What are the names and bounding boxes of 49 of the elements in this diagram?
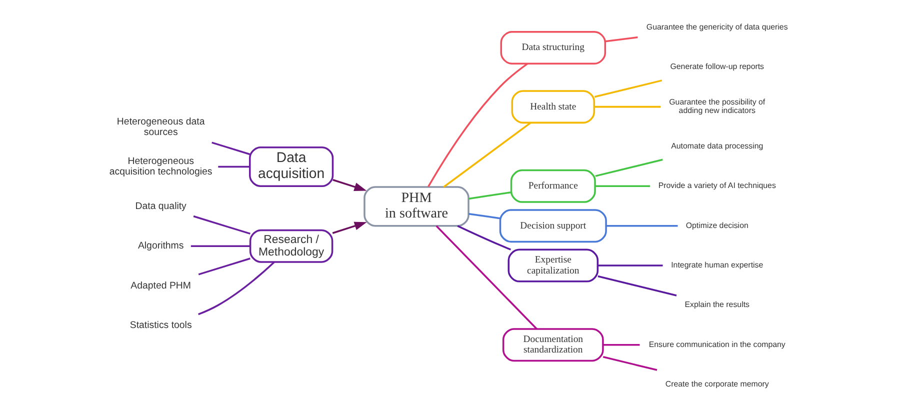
node-text: Heterogeneous acquisition technologies xyxy=(108,156,212,178)
connector xyxy=(190,245,250,247)
node-box: Data structuring xyxy=(500,31,606,64)
node-text: Optimize decision xyxy=(685,220,748,230)
node-box: Data acquisition xyxy=(248,146,334,188)
node-text: Provide a variety of AI techniques xyxy=(658,181,776,190)
connector xyxy=(211,142,250,156)
node-text: Guarantee the genericity of data queries xyxy=(646,22,788,32)
connector xyxy=(606,224,678,227)
node-text: Ensure communication in the company xyxy=(648,340,785,349)
node-text: Explain the results xyxy=(684,300,749,310)
arrow xyxy=(332,222,366,234)
connector xyxy=(442,122,530,188)
connector xyxy=(597,275,676,296)
connector xyxy=(604,36,638,42)
connector xyxy=(594,80,662,98)
node-text: Generate follow-up reports xyxy=(670,62,764,72)
node-box: Research / Methodology xyxy=(248,229,333,263)
node-text: Data quality xyxy=(134,200,186,212)
connector xyxy=(602,356,657,371)
connector xyxy=(427,63,528,188)
node-text: Integrate human expertise xyxy=(670,260,763,270)
node-text: Guarantee the possibility of adding new indicators xyxy=(668,97,765,116)
connector xyxy=(468,191,511,200)
connector xyxy=(594,158,662,177)
connector xyxy=(468,212,500,220)
node-text: Automate data processing xyxy=(670,141,763,150)
connector xyxy=(456,225,511,250)
node-text: Heterogeneous data sources xyxy=(116,116,204,138)
node-text: Adapted PHM xyxy=(130,280,190,292)
connector xyxy=(192,215,250,235)
node-text: Algorithms xyxy=(137,240,184,252)
connector xyxy=(198,258,250,276)
connector xyxy=(594,185,650,188)
connector xyxy=(435,225,537,330)
node-box: Performance xyxy=(510,169,596,203)
node-box: Expertise capitalization xyxy=(507,248,598,282)
node-box: Health state xyxy=(510,90,595,124)
connector xyxy=(218,166,250,168)
node-box: Documentation standardization xyxy=(502,328,604,362)
connector xyxy=(198,262,274,316)
node-text: Create the corporate memory xyxy=(664,379,768,388)
connector xyxy=(594,106,660,108)
node-box: Decision support xyxy=(498,209,606,243)
node-box: PHM in software xyxy=(363,186,469,227)
connector xyxy=(602,344,640,346)
arrow xyxy=(332,179,366,192)
node-text: Statistics tools xyxy=(129,320,192,331)
connector xyxy=(597,264,662,266)
